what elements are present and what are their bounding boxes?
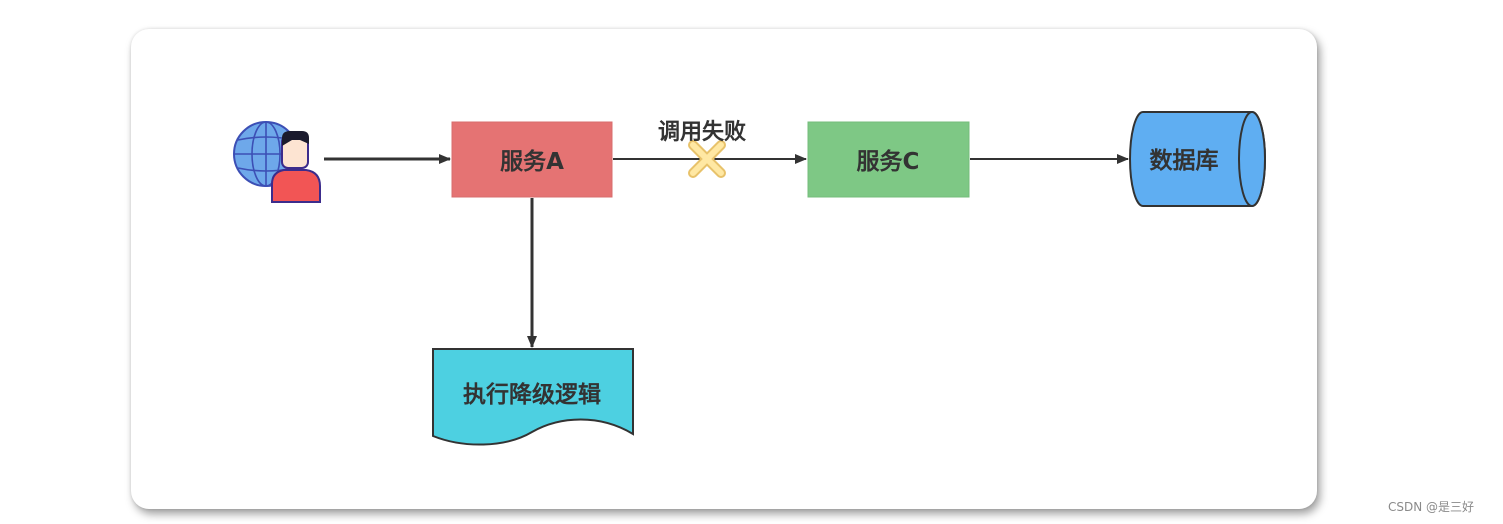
edge-label-call-failed: 调用失败	[658, 120, 746, 145]
fallback-label: 执行降级逻辑	[463, 381, 601, 408]
service-a-label: 服务A	[500, 149, 564, 175]
service-a-node: 服务A	[451, 121, 613, 198]
service-c-node: 服务C	[807, 121, 970, 198]
user-globe-icon	[233, 121, 321, 203]
failure-x-icon	[688, 140, 726, 178]
fallback-node: 执行降级逻辑	[432, 348, 634, 446]
diagram-card	[131, 29, 1317, 509]
database-label: 数据库	[1150, 148, 1219, 174]
database-node: 数据库	[1129, 111, 1266, 207]
watermark: CSDN @是三好	[1388, 500, 1475, 514]
service-c-label: 服务C	[857, 149, 920, 175]
